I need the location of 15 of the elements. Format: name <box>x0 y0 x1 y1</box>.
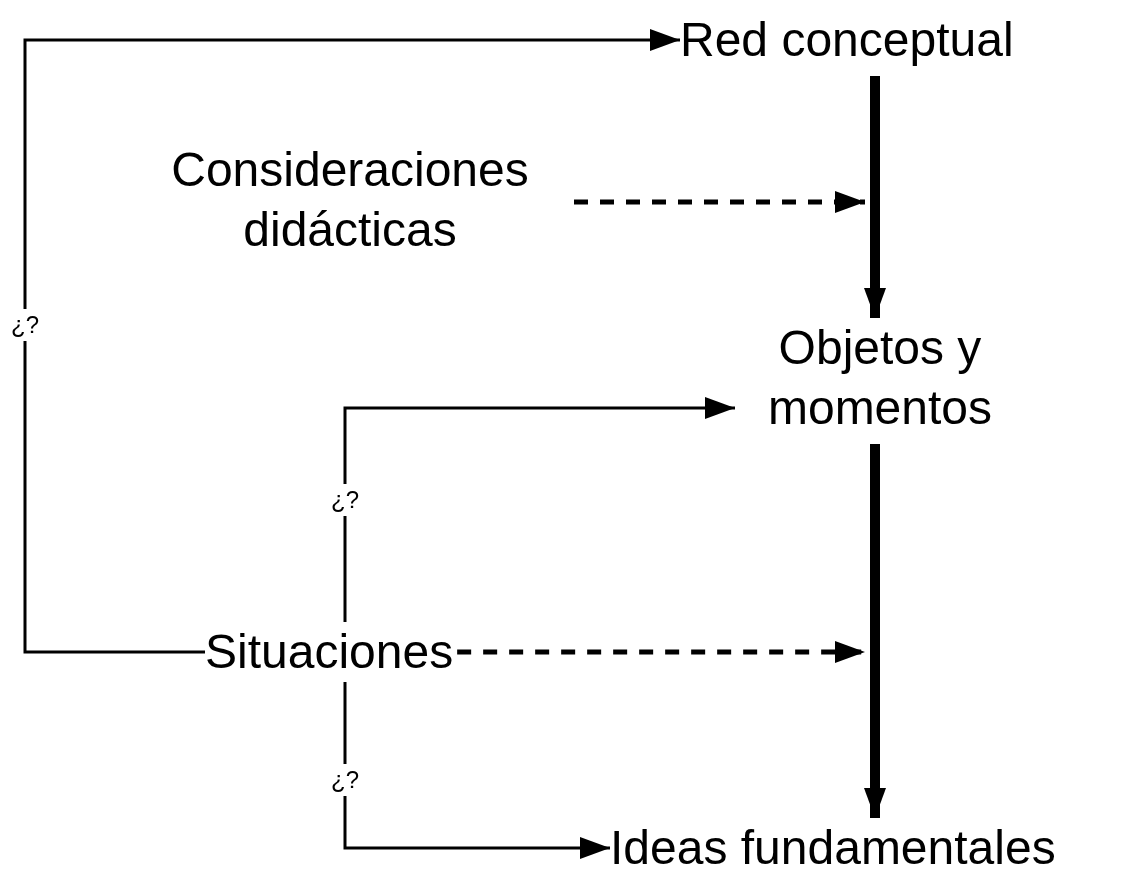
concept-label: Objetos y momentos <box>735 318 1025 438</box>
arrow <box>343 397 735 622</box>
concept-label: Ideas fundamentales <box>610 818 1056 878</box>
edge-label: ¿? <box>329 484 361 516</box>
concept-label: Red conceptual <box>680 10 1014 70</box>
concept-label: Consideraciones didácticas <box>130 140 570 260</box>
dashed-arrow <box>457 641 865 663</box>
arrow <box>864 444 886 818</box>
edge-label: ¿? <box>9 309 41 341</box>
edge-label: ¿? <box>329 764 361 796</box>
arrow <box>23 29 680 654</box>
dashed-arrow <box>574 191 865 213</box>
arrow <box>864 76 886 318</box>
concept-label: Situaciones <box>205 622 454 682</box>
arrow <box>343 682 610 859</box>
